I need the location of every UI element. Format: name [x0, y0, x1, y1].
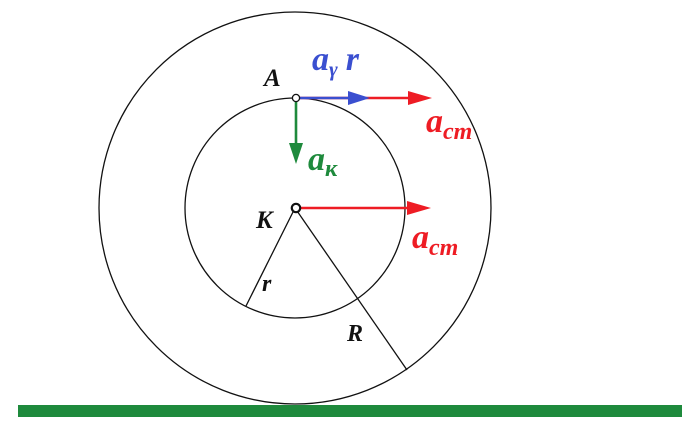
accel-trans-top-sub: cm	[443, 119, 472, 145]
rotational-vector	[296, 91, 370, 105]
accel-trans-top-main: a	[426, 103, 443, 140]
accel-rot-sub: γ	[329, 57, 338, 81]
label-accel-centripetal: aк	[308, 141, 338, 182]
accel-rot-factor: r	[346, 41, 360, 78]
accel-trans-center-sub: cm	[429, 235, 458, 261]
label-accel-translational-center: acm	[412, 219, 458, 261]
label-radius-large: R	[346, 321, 363, 347]
point-k-marker	[290, 202, 302, 214]
label-point-a: A	[262, 65, 281, 92]
accel-cent-main: a	[308, 141, 325, 178]
accel-cent-sub: к	[325, 156, 338, 182]
accel-trans-center-main: a	[412, 219, 429, 256]
translational-vector-center	[296, 201, 431, 215]
point-a-marker	[291, 93, 301, 103]
label-radius-small: r	[262, 271, 272, 297]
ground-line	[18, 405, 682, 417]
outer-circle	[98, 11, 492, 405]
centripetal-vector	[289, 98, 303, 164]
radius-R-line	[294, 207, 408, 371]
radius-r-line	[245, 207, 296, 307]
accel-rot-main: a	[312, 41, 329, 78]
label-accel-translational-top: acm	[426, 103, 472, 145]
label-point-k: K	[255, 207, 275, 234]
